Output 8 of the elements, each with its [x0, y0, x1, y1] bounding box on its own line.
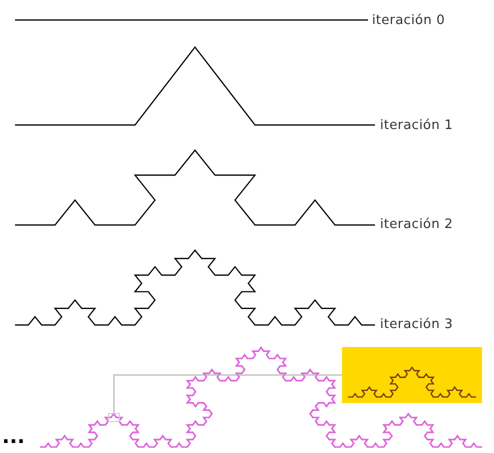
magnified-curve-picture	[342, 347, 482, 403]
iteration-label: iteración 2	[380, 216, 453, 234]
detail-frame	[108, 413, 120, 422]
iteration-label: iteración 3	[380, 316, 453, 334]
leader-line	[114, 374, 342, 414]
iteration-label: iteración 0	[372, 12, 445, 30]
ellipsis-text: ...	[2, 426, 25, 446]
iteration-label: iteración 1	[380, 117, 453, 135]
